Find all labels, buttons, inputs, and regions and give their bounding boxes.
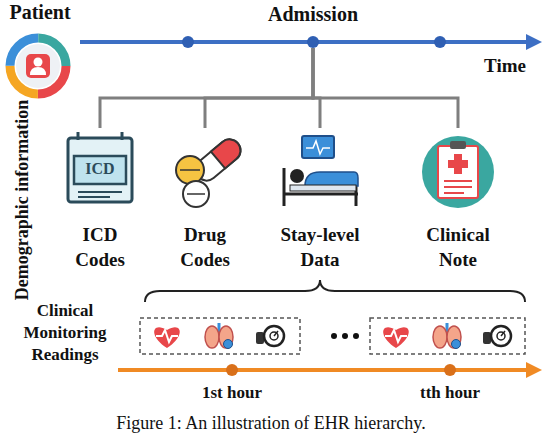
note-cross: [448, 160, 468, 168]
text-label: 1st hour: [182, 382, 282, 404]
reading-box: [370, 318, 525, 354]
admission-node: Admission: [253, 0, 373, 48]
tree-connector: [313, 48, 458, 128]
inner-circle: [16, 44, 60, 88]
icd-line: [78, 191, 122, 193]
text-label: Time: [475, 54, 535, 78]
timeline-dot: [307, 36, 319, 48]
pill-line: [180, 169, 200, 171]
pill: [183, 181, 209, 207]
blood-pressure-symbol: [256, 326, 284, 346]
note-line: [444, 186, 472, 188]
blood-pressure-symbol: [483, 326, 511, 346]
tree-connector: [205, 48, 313, 128]
timeline-line: [80, 40, 530, 44]
patient-node: Patient: [0, 0, 80, 100]
arrow-head: [526, 362, 542, 378]
timeline-dot: [444, 364, 456, 376]
timeline-dot: [182, 36, 194, 48]
bed-frame: [283, 168, 286, 206]
category-node: Drug Codes: [160, 128, 250, 278]
person-head: [34, 58, 43, 67]
node-label: Patient: [0, 0, 80, 24]
pill: [176, 156, 204, 184]
reading-box: [140, 318, 300, 354]
bed-icon: [284, 136, 358, 206]
node-label: Drug Codes: [170, 222, 240, 272]
ellipsis-dot: [353, 333, 359, 339]
node-label: Clinical Note: [418, 222, 498, 272]
node-label: ICD: [55, 159, 145, 179]
node-label: Admission: [253, 2, 373, 26]
node-label: ICD Codes: [65, 222, 135, 272]
icd-line: [78, 196, 110, 198]
ellipsis-dot: [331, 333, 337, 339]
category-node: Stay-level Data: [262, 128, 378, 278]
arrow-head: [526, 34, 542, 50]
heart-symbol: [154, 327, 180, 348]
text-label: Demographic information: [10, 80, 34, 320]
ring-segment: [10, 38, 66, 94]
note-background: [422, 136, 494, 208]
patient-icon: [10, 38, 66, 94]
blanket: [305, 172, 358, 186]
note-line: [444, 180, 472, 182]
person-card: [26, 54, 50, 78]
note-paper: [438, 146, 478, 198]
ring-segment: [10, 38, 66, 94]
ring-segment: [10, 38, 66, 94]
curly-brace: [145, 280, 525, 302]
pill-line: [187, 193, 205, 195]
monitor: [302, 136, 334, 158]
note-line: [444, 192, 464, 194]
node-label: Stay-level Data: [270, 222, 370, 272]
tree-connector: [100, 48, 313, 128]
timeline-dot: [226, 364, 238, 376]
text-label: tth hour: [400, 382, 500, 404]
category-node: ICD ICD Codes: [55, 128, 145, 278]
figure-caption: Figure 1: An illustration of EHR hierarc…: [0, 412, 542, 434]
ring-segment: [10, 38, 66, 94]
bed-frame: [284, 193, 358, 196]
note-icon: [422, 136, 494, 208]
lungs-symbol: [205, 323, 233, 349]
hour-timeline: [118, 362, 542, 378]
ellipsis-dot: [342, 333, 348, 339]
category-node: Clinical Note: [408, 128, 508, 278]
heart-symbol: [383, 327, 409, 348]
note-clip: [450, 141, 466, 149]
mattress: [290, 185, 356, 191]
admission-timeline: [80, 34, 542, 50]
lungs-symbol: [433, 323, 461, 349]
timeline-line: [118, 368, 530, 372]
text-label: Clinical Monitoring Readings: [10, 300, 120, 366]
monitor-pulse: [306, 141, 330, 154]
timeline-dot: [434, 36, 446, 48]
person-body: [30, 67, 46, 75]
icd-tab: [77, 132, 80, 140]
capsule-half: [211, 135, 245, 169]
patient-head: [290, 169, 304, 183]
icd-tab: [121, 132, 124, 140]
drug-icon: [176, 135, 245, 207]
tree-connector: [313, 48, 320, 128]
